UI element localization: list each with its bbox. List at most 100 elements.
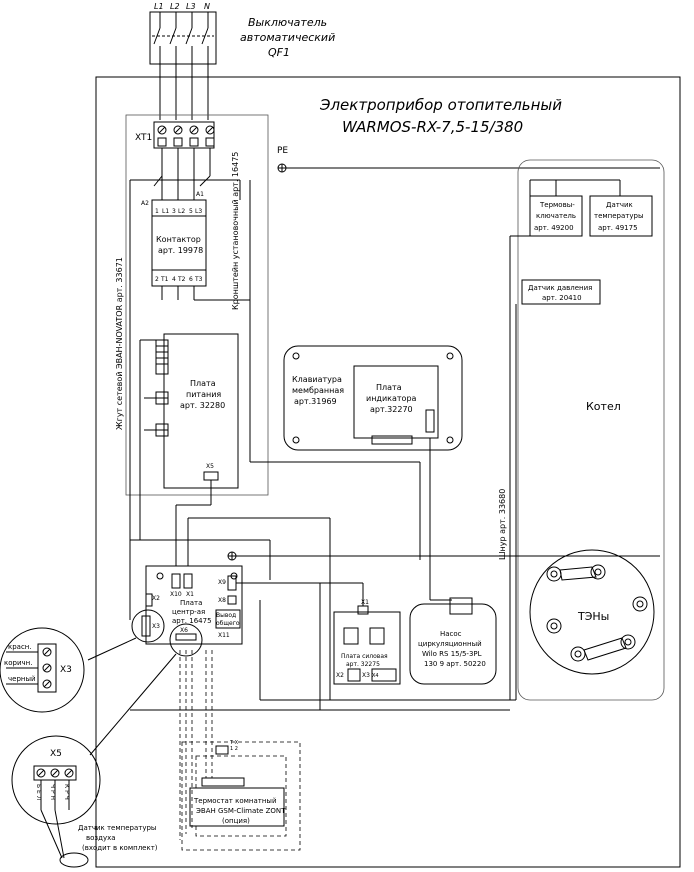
thermo-switch: Термовы- ключатель арт. 49200	[529, 195, 583, 237]
thermo-wiring	[529, 179, 621, 196]
harness-label: Жгут сетевой ЭВАН-NOVATOR арт. 33671	[115, 257, 124, 430]
relay-name-line2: арт. 32275	[346, 661, 380, 668]
keyboard-line3: арт.31969	[294, 397, 337, 406]
pump-line4: 130 9 арт. 50220	[424, 660, 486, 668]
breaker-phase-l1: L1	[154, 2, 164, 11]
air-sensor: Датчик температуры воздуха (входит в ком…	[40, 809, 158, 868]
room-thermostat: Термостат комнатный ЭВАН GSM-Climate ZON…	[181, 740, 301, 851]
supply-wires	[159, 64, 209, 120]
power-board-connectors	[155, 339, 169, 437]
heaters-label: ТЭНы	[577, 610, 609, 623]
keyboard-line2: мембранная	[292, 386, 344, 395]
thermo-switch-line3: арт. 49200	[534, 224, 574, 232]
central-x9: X9	[218, 579, 226, 586]
boiler-outline: Котел	[517, 159, 665, 701]
x3-wire-black: черный	[8, 675, 36, 683]
device-enclosure	[95, 76, 681, 868]
central-wiring	[130, 539, 660, 711]
contactor-pin-l1: L1	[162, 208, 169, 215]
contactor-name-line2: арт. 19978	[158, 246, 203, 255]
relay-x4: X4	[372, 673, 379, 679]
temp-sensor: Датчик температуры арт. 49175	[589, 195, 653, 237]
power-board-line1: Плата	[190, 379, 216, 388]
xt1-label: XT1	[135, 133, 152, 143]
breaker-phase-l2: L2	[170, 2, 180, 11]
temp-sensor-line2: температуры	[594, 212, 643, 220]
contactor-pin-t2: T2	[177, 276, 186, 283]
indicator-board: Плата индикатора арт.32270	[353, 365, 439, 445]
central-x10: X10	[170, 591, 182, 598]
x3-wire-brown: коричн.	[4, 659, 32, 667]
breaker-phase-n: N	[204, 2, 210, 11]
relay-wiring	[320, 518, 364, 700]
power-board-x5: X5	[206, 463, 214, 470]
air-sensor-line3: (входит в комплект)	[82, 844, 158, 852]
temp-sensor-line3: арт. 49175	[598, 224, 638, 232]
contactor-pin-1: 1	[155, 208, 159, 215]
x3-wire-red: красн.	[8, 643, 32, 651]
mounting-bracket-outline	[125, 114, 269, 496]
x5-detail-callout: X5 Б Е Л Ч Р Н К Р Ч	[11, 735, 101, 825]
pump-line3: Wilo RS 15/5-3PL	[422, 650, 482, 658]
terminal-block-xt1: XT1	[135, 121, 215, 149]
keyboard-line1: Клавиатура	[292, 375, 342, 384]
relay-x3: X3	[362, 672, 370, 679]
x5-wire-white: Б Е Л	[35, 784, 42, 800]
thermostat-wiring	[179, 650, 213, 840]
central-name-line2: центр-ая	[172, 608, 205, 616]
indicator-line2: индикатора	[366, 394, 417, 403]
indicator-line1: Плата	[376, 383, 402, 392]
central-x11: X11	[218, 632, 230, 639]
device-title-line1: Электроприбор отопительный	[319, 96, 562, 114]
central-board: X10 X1 X9 X8 X2 Плата центр-ая арт. 1647…	[145, 565, 243, 645]
contactor-pin-4: 4	[172, 276, 176, 283]
contactor-a1: A1	[196, 191, 204, 198]
power-board-line3: арт. 32280	[180, 401, 225, 410]
relay-x1: X1	[361, 599, 369, 606]
thermostat-line2: ЭВАН GSM-Climate ZONT	[196, 807, 286, 815]
central-x6: X6	[180, 627, 188, 634]
thermostat-pins-sub: 1 2	[230, 746, 238, 752]
contactor-output-wires	[161, 180, 421, 560]
breaker-poles	[152, 12, 214, 64]
central-output-line2: общего	[216, 620, 240, 627]
contactor-pin-l3: L3	[195, 208, 202, 215]
breaker-phase-l3: L3	[186, 2, 196, 11]
contactor-pin-2: 2	[155, 276, 159, 283]
cord-wiring	[509, 235, 556, 700]
central-x2: X2	[152, 595, 160, 602]
breaker-housing	[149, 11, 217, 65]
contactor-pin-t3: T3	[194, 276, 203, 283]
x3-detail-label: X3	[60, 665, 72, 675]
contactor-pin-5: 5	[189, 208, 193, 215]
relay-x2: X2	[336, 672, 344, 679]
indicator-line3: арт.32270	[370, 405, 413, 414]
breaker-title-line2: автоматический	[240, 31, 335, 44]
x5-detail-label: X5	[50, 749, 62, 759]
contactor-pin-t1: T1	[160, 276, 169, 283]
breaker-title-line1: Выключатель	[248, 16, 327, 29]
thermo-switch-line2: ключатель	[536, 212, 576, 220]
air-sensor-line2: воздуха	[86, 834, 116, 842]
contactor-a2: A2	[141, 200, 149, 207]
power-board: Плата питания арт. 32280 X5	[155, 333, 239, 489]
air-sensor-line1: Датчик температуры	[78, 824, 156, 832]
pe-label: PE	[277, 146, 288, 156]
power-board-wiring	[129, 179, 330, 620]
contactor-pin-3: 3	[172, 208, 176, 215]
pe-ground-line: PE	[277, 146, 660, 173]
pump-line2: циркуляционный	[418, 640, 482, 648]
central-x6-callout: X6	[89, 623, 203, 756]
x3-detail-callout: X3 красн. коричн. черный	[0, 627, 85, 713]
thermostat-line1: Термостат комнатный	[193, 797, 277, 805]
temp-sensor-line1: Датчик	[606, 201, 633, 209]
boiler-label: Котел	[586, 400, 621, 413]
thermostat-pins-top: T X	[229, 740, 239, 746]
circulation-pump: Насос циркуляционный Wilo RS 15/5-3PL 13…	[409, 597, 497, 685]
relay-board: X1 Плата силовая арт. 32275 X2 X3 X4	[333, 599, 401, 685]
contactor-pin-l2: L2	[178, 208, 185, 215]
xt1-to-contactor-wires	[153, 148, 211, 200]
thermostat-line3: (опция)	[222, 817, 250, 825]
ground-symbol-2	[227, 551, 237, 561]
